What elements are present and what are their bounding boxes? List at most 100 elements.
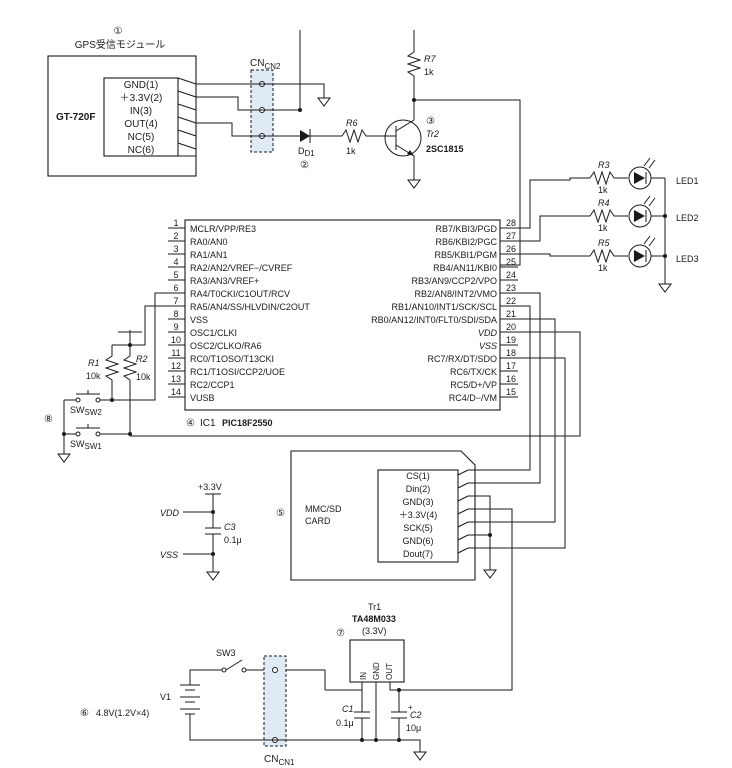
pin-25-num: 25 <box>506 257 516 267</box>
r5-name: R5 <box>598 238 610 248</box>
tr2-part: 2SC1815 <box>426 144 464 154</box>
led-array: R3 1k LED1 R4 1k LED2 R5 1k LED3 <box>518 157 699 293</box>
tr1-pin-in: IN <box>359 672 368 680</box>
card-title-1: MMC/SD <box>305 504 342 514</box>
pin-13-num: 13 <box>171 374 181 384</box>
pin-8-num: 8 <box>173 309 178 319</box>
gps-pin-4: OUT(4) <box>124 119 157 130</box>
pin-21-num: 21 <box>506 309 516 319</box>
pin-11-label: RC0/T1OSO/T13CKI <box>190 354 274 364</box>
pin-8-label: VSS <box>190 315 208 325</box>
card-title-2: CARD <box>305 516 331 526</box>
tr2-transistor: ③ Tr2 2SC1815 <box>384 96 464 189</box>
gnd-symbol-leds <box>658 283 672 293</box>
pin-12-num: 12 <box>171 361 181 371</box>
pin-20-num: 20 <box>506 322 516 332</box>
pin-25-label: RB4/AN11/KBI0 <box>433 263 497 273</box>
card-pin-7: Dout(7) <box>403 549 433 559</box>
gnd-symbol-card <box>483 569 497 579</box>
pin-26-num: 26 <box>506 244 516 254</box>
tr2-number: ③ <box>426 116 435 127</box>
pin-7-label: RA5/AN4/SS/HLVDIN/C2OUT <box>190 302 310 312</box>
pin-22-num: 22 <box>506 296 516 306</box>
cn2-connector: CNCN2 <box>250 58 281 153</box>
r1-value: 10k <box>86 371 101 381</box>
v1-name: V1 <box>160 692 171 702</box>
tr1-name: Tr1 <box>368 602 381 612</box>
pin-28-num: 28 <box>506 218 516 228</box>
r7-value: 1k <box>424 67 434 77</box>
led1-label: LED1 <box>676 176 699 186</box>
pin-1-num: 1 <box>173 218 178 228</box>
pin-11-num: 11 <box>171 348 180 358</box>
r7-resistor: R7 1k <box>406 30 521 266</box>
regulator-tr1: Tr1 TA48M033 ⑦ (3.3V) IN GND OUT <box>336 602 405 740</box>
pin-23-label: RB2/AN8/INT2/VMO <box>414 289 497 299</box>
tr2-name: Tr2 <box>426 129 439 139</box>
pin-18-num: 18 <box>506 348 516 358</box>
pin-9-label: OSC1/CLKI <box>190 328 237 338</box>
card-pin-2: Din(2) <box>406 484 431 494</box>
pin-3-num: 3 <box>173 244 178 254</box>
pin-18-label: RC7/RX/DT/SDO <box>427 354 497 364</box>
pin-26-label: RB5/KBI1/PGM <box>434 250 497 260</box>
pin-1-label: MCLR/VPP/RE3 <box>190 224 256 234</box>
gps-pin-2: ＋3.3V(2) <box>120 93 163 104</box>
mcu-part: PIC18F2550 <box>222 418 273 428</box>
tr1-part: TA48M033 <box>352 614 396 624</box>
r6-resistor: R6 1k <box>341 118 386 156</box>
gnd-symbol-gps <box>317 97 331 107</box>
mcu-number: ④ <box>186 418 195 429</box>
gnd-symbol-switches <box>57 453 71 463</box>
pin-5-label: RA3/AN3/VREF+ <box>190 276 259 286</box>
v1-number: ⑥ <box>80 708 89 719</box>
gps-module: ① GPS受信モジュール GT-720F GND(1) ＋3.3V(2) IN(… <box>47 26 197 177</box>
pin-6-label: RA4/T0CKI/C1OUT/RCV <box>190 289 290 299</box>
r3-value: 1k <box>598 185 608 195</box>
tr1-pin-gnd: GND <box>372 662 381 680</box>
card-pin-4: ＋3.3V(4) <box>399 510 438 520</box>
pin-13-label: RC2/CCP1 <box>190 380 235 390</box>
sw1-label: SWSW1 <box>70 439 102 451</box>
pin-24-num: 24 <box>506 270 516 280</box>
power-input: SW3 CNCN1 V1 ⑥ 4.8V(1.2V×4) <box>80 648 427 767</box>
pin-14-label: VUSB <box>190 393 215 403</box>
c1-value: 0.1μ <box>336 718 354 728</box>
gnd-symbol-tr2 <box>407 179 421 189</box>
pin-19-label: VSS <box>479 341 497 351</box>
card-pin-5: SCK(5) <box>403 523 433 533</box>
pin-27-num: 27 <box>506 231 516 241</box>
c1-c2-capacitors: + C1 0.1μ C2 10μ <box>325 688 422 742</box>
card-pin-1: CS(1) <box>406 471 430 481</box>
gps-pin-1: GND(1) <box>124 80 158 91</box>
cn2-label: CNCN2 <box>250 58 281 71</box>
pin-4-num: 4 <box>173 257 178 267</box>
pin-24-label: RB3/AN9/CCP2/VPO <box>411 276 497 286</box>
mcu-name: IC1 <box>200 418 216 429</box>
c1-name: C1 <box>342 704 354 714</box>
r6-name: R6 <box>346 118 358 128</box>
gps-model: GT-720F <box>56 112 95 123</box>
d1-number: ② <box>300 160 309 171</box>
pin-28-label: RB7/KBI3/PGD <box>435 224 497 234</box>
r6-value: 1k <box>346 146 356 156</box>
led3-label: LED3 <box>676 254 699 264</box>
tr1-volt: (3.3V) <box>362 626 387 636</box>
pin-20-label: VDD <box>478 328 498 338</box>
c3-vdd: VDD <box>160 508 180 518</box>
gnd-symbol-c3 <box>206 571 220 581</box>
r7-name: R7 <box>424 54 436 64</box>
pin-17-label: RC6/TX/CK <box>450 367 497 377</box>
pin-27-label: RB6/KBI2/PGC <box>435 237 497 247</box>
pin-16-label: RC5/D+/VP <box>450 380 497 390</box>
sw-number: ⑧ <box>44 414 53 425</box>
pin-7-num: 7 <box>173 296 178 306</box>
c3-name: C3 <box>224 522 236 532</box>
pin-9-num: 9 <box>173 322 178 332</box>
pin-12-label: RC1/T1OSI/CCP2/UOE <box>190 367 285 377</box>
mcu-left-pins: 1 MCLR/VPP/RE3 2 RA0/AN0 3 RA1/AN1 4 RA2… <box>168 218 310 403</box>
c3-vplus: +3.3V <box>198 482 222 492</box>
r4-value: 1k <box>598 223 608 233</box>
pin-23-num: 23 <box>506 283 516 293</box>
pin-6-num: 6 <box>173 283 178 293</box>
